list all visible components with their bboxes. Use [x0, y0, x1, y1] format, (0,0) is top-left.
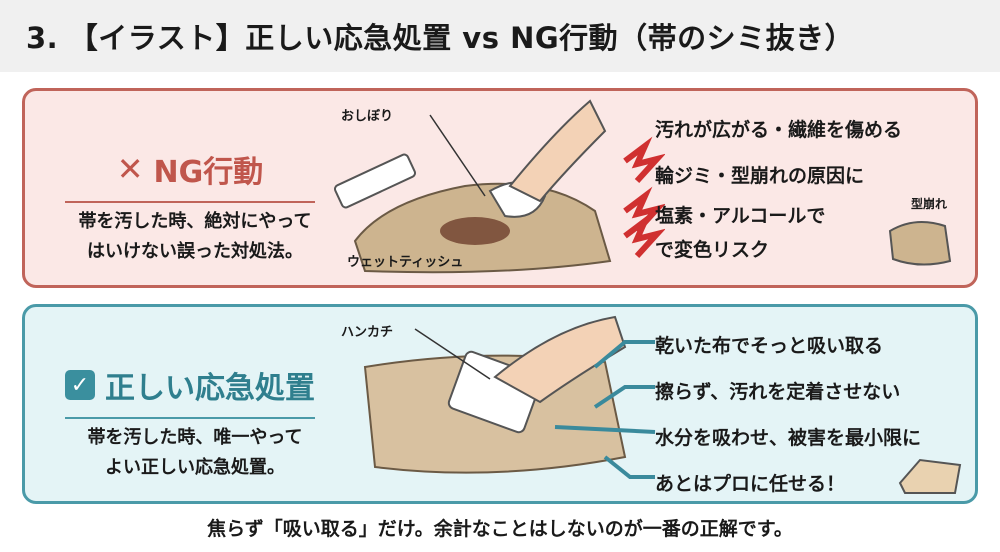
x-mark-icon: ✕	[116, 150, 144, 188]
wet-tissue-label: ウェットティッシュ	[347, 255, 464, 270]
oshibori-label: おしぼり	[341, 109, 394, 124]
ok-illustration	[363, 315, 656, 479]
ng-heading-text: NG行動	[153, 155, 264, 190]
ng-item: 汚れが広がる・繊維を傷める	[655, 118, 903, 141]
deformed-obi-icon	[888, 221, 952, 266]
ok-item: 乾いた布でそっと吸い取る	[655, 334, 884, 357]
ok-item: 水分を吸わせ、被害を最小限に	[655, 426, 922, 449]
ok-description: 帯を汚した時、唯一やって よい正しい応急処置。	[45, 423, 345, 483]
ok-heading-text: 正しい応急処置	[105, 371, 315, 406]
ng-items: 汚れが広がる・繊維を傷める 輪ジミ・型崩れの原因に 塩素・アルコールで で変色リ…	[655, 105, 902, 265]
folded-cloth-icon	[898, 458, 962, 494]
ok-heading: ✓ 正しい応急処置	[65, 363, 315, 419]
ng-item: で変色リスク	[655, 238, 770, 261]
deformed-label: 型崩れ	[911, 197, 948, 211]
desc-line: よい正しい応急処置。	[105, 457, 285, 478]
handkerchief-label: ハンカチ	[341, 325, 394, 340]
ok-item: あとはプロに任せる！	[655, 472, 846, 495]
desc-line: 帯を汚した時、絶対にやって	[78, 211, 312, 232]
ok-panel: ✓ 正しい応急処置 帯を汚した時、唯一やって よい正しい応急処置。 ハンカチ 乾…	[22, 304, 978, 504]
ng-illustration	[333, 99, 665, 274]
title-bar: 3. 【イラスト】正しい応急処置 vs NG行動（帯のシミ抜き）	[0, 0, 1000, 72]
desc-line: はいけない誤った対処法。	[87, 241, 303, 262]
ng-heading: ✕ NG行動	[65, 147, 315, 203]
ng-description: 帯を汚した時、絶対にやって はいけない誤った対処法。	[45, 207, 345, 267]
footer-note: 焦らず「吸い取る」だけ。余計なことはしないのが一番の正解です。	[207, 518, 793, 540]
checkbox-icon: ✓	[65, 370, 95, 400]
ok-items: 乾いた布でそっと吸い取る 擦らず、汚れを定着させない 水分を吸わせ、被害を最小限…	[655, 321, 921, 505]
desc-line: 帯を汚した時、唯一やって	[87, 427, 303, 448]
page-title: 3. 【イラスト】正しい応急処置 vs NG行動（帯のシミ抜き）	[26, 21, 855, 55]
ok-item: 擦らず、汚れを定着させない	[655, 380, 901, 403]
ng-item: 輪ジミ・型崩れの原因に	[655, 164, 865, 187]
ng-panel: ✕ NG行動 帯を汚した時、絶対にやって はいけない誤った対処法。 おしぼり ウ…	[22, 88, 978, 288]
ng-item: 塩素・アルコールで	[655, 204, 826, 227]
